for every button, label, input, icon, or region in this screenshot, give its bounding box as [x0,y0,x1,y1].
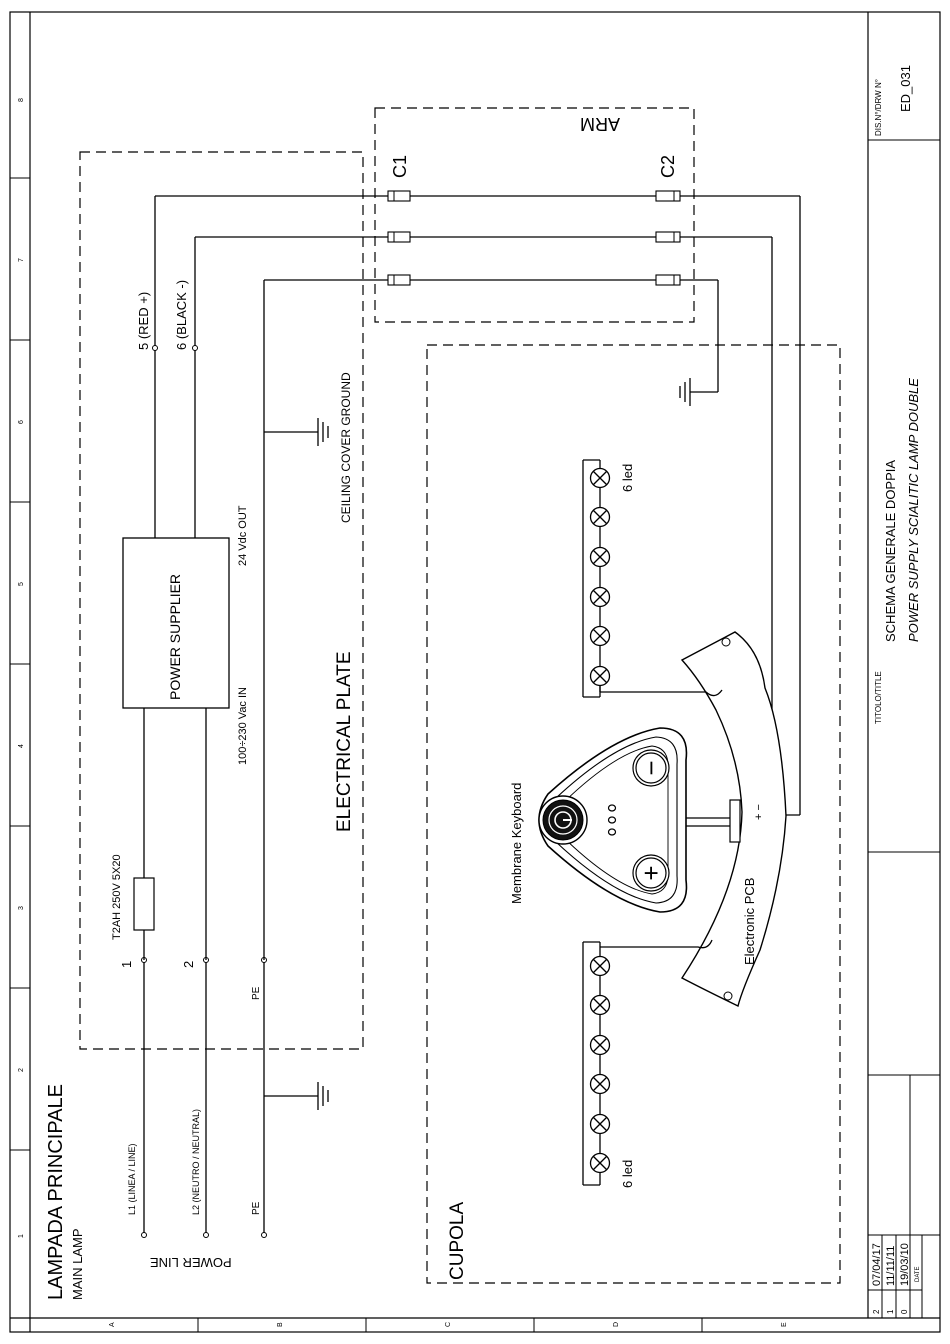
title-line-2: POWER SUPPLY SCIALITIC LAMP DOUBLE [906,378,921,642]
led-icon [589,625,611,647]
main-subtitle: MAIN LAMP [70,1228,85,1300]
main-title: LAMPADA PRINCIPALE [45,1084,67,1300]
revision-date-0: 19/03/10 [899,1243,911,1286]
indicator-dots-icon [607,804,617,836]
arm-wiring [155,195,800,281]
grid-row-markers: A B C D E [109,1322,788,1327]
col-marker-3: 3 [18,906,25,910]
col-marker-1: 1 [18,1234,25,1238]
led-icon [589,1152,611,1174]
power-line-wiring [141,957,329,1238]
col-marker-8: 8 [18,98,25,102]
row-marker-a: A [109,1322,116,1327]
drawing-frame [9,11,941,1333]
connector-c2-label: C2 [658,155,678,178]
row-marker-b: B [277,1322,284,1327]
electrical-plate-label: ELECTRICAL PLATE [334,651,355,832]
revision-num-1: 1 [886,1309,895,1314]
cupola-ground-symbol [679,280,719,406]
vac-in-label: 100÷230 Vac IN [237,687,249,765]
pe-label-bottom: PE [251,1201,262,1215]
pcb-terminal-signs: + − [753,804,765,820]
drawing-number: ED_031 [898,65,913,112]
plate-wiring [122,196,329,960]
led-icon [589,665,611,687]
drawing-number-label: DIS.N°/DRW N° [874,79,883,136]
col-marker-5: 5 [18,582,25,586]
arm-label: ARM [580,114,620,134]
date-label: DATE [915,1266,921,1282]
led-strip-bottom [582,939,713,1186]
revision-num-0: 0 [900,1309,909,1314]
power-supplier-box [122,537,230,709]
revision-date-2: 07/04/17 [871,1243,883,1286]
l1-label: L1 (LINEA / LINE) [127,1143,137,1215]
plus-button-icon: + [632,854,670,892]
red-wire-label: 5 (RED +) [136,292,151,350]
l2-label: L2 (NEUTRO / NEUTRAL) [191,1109,201,1215]
black-wire-label: 6 (BLACK -) [174,280,189,350]
row-marker-c: C [445,1322,452,1327]
led-row-bottom [589,955,611,1174]
led-icon [589,467,611,489]
row-marker-e: E [781,1322,788,1327]
power-supplier-label: POWER SUPPLIER [167,574,183,700]
terminal-1-label: 1 [119,961,134,968]
title-label: TITOLO/TITLE [874,671,883,724]
cupola-boundary [426,344,841,1284]
power-line-label: POWER LINE [150,1255,232,1270]
grid-col-markers: 1 2 3 4 5 6 7 8 [18,98,25,1238]
vdc-out-label: 24 Vdc OUT [237,505,249,566]
electronic-pcb-label: Electronic PCB [742,878,757,965]
fuse-label: T2AH 250V 5X20 [111,854,123,940]
led-icon [589,1073,611,1095]
plus-symbol: + [636,865,666,880]
led-icon [589,506,611,528]
electronic-pcb [680,631,787,1008]
connector-c1 [387,190,411,286]
minus-symbol: − [636,760,666,775]
led-count-top-label: 6 led [620,464,635,492]
col-marker-6: 6 [18,420,25,424]
led-row-top [589,467,611,687]
electrical-plate-boundary [79,151,364,1050]
title-block [867,12,940,1318]
cupola-label: CUPOLA [447,1202,468,1280]
membrane-keyboard-label: Membrane Keyboard [509,783,524,904]
row-marker-d: D [613,1322,620,1327]
revision-num-2: 2 [872,1309,881,1314]
led-count-bottom-label: 6 led [620,1160,635,1188]
col-marker-7: 7 [18,258,25,262]
pe-label-top: PE [251,986,262,1000]
arm-boundary [374,107,695,323]
connector-c1-label: C1 [390,155,410,178]
led-icon [589,1113,611,1135]
title-line-1: SCHEMA GENERALE DOPPIA [883,460,898,642]
minus-button-icon: − [632,749,670,787]
terminal-2-label: 2 [181,961,196,968]
revision-date-1: 11/11/11 [885,1246,897,1286]
ceiling-ground-label: CEILING COVER GROUND [339,372,353,523]
col-marker-2: 2 [18,1068,25,1072]
led-icon [589,546,611,568]
col-marker-4: 4 [18,744,25,748]
led-icon [589,955,611,977]
led-icon [589,586,611,608]
connector-c2 [655,190,681,286]
led-icon [589,994,611,1016]
power-button-icon [538,795,588,845]
led-icon [589,1034,611,1056]
